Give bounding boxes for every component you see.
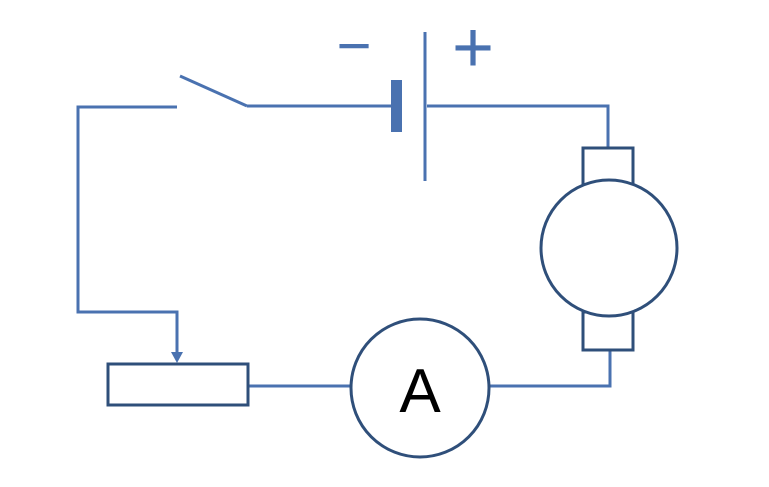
wire-battery-to-motor	[427, 104, 610, 148]
motor	[539, 146, 679, 352]
rheostat	[106, 352, 250, 407]
ammeter-circle	[349, 317, 491, 459]
battery-plus-sign: +	[452, 8, 494, 88]
rheostat-body	[106, 362, 250, 407]
ammeter-label: A	[399, 357, 441, 426]
ammeter: A	[349, 317, 491, 459]
switch-lever	[179, 74, 248, 108]
circuit-wires	[76, 104, 612, 388]
battery: − +	[336, 8, 494, 181]
battery-minus-sign: −	[336, 12, 371, 79]
motor-bottom-brush	[581, 310, 635, 352]
rheostat-slider-arrow-icon	[171, 352, 183, 363]
motor-armature	[539, 178, 679, 318]
wire-left	[76, 105, 179, 360]
motor-top-brush	[581, 146, 635, 188]
battery-negative-plate	[391, 80, 402, 132]
wire-motor-to-ammeter	[489, 350, 612, 388]
